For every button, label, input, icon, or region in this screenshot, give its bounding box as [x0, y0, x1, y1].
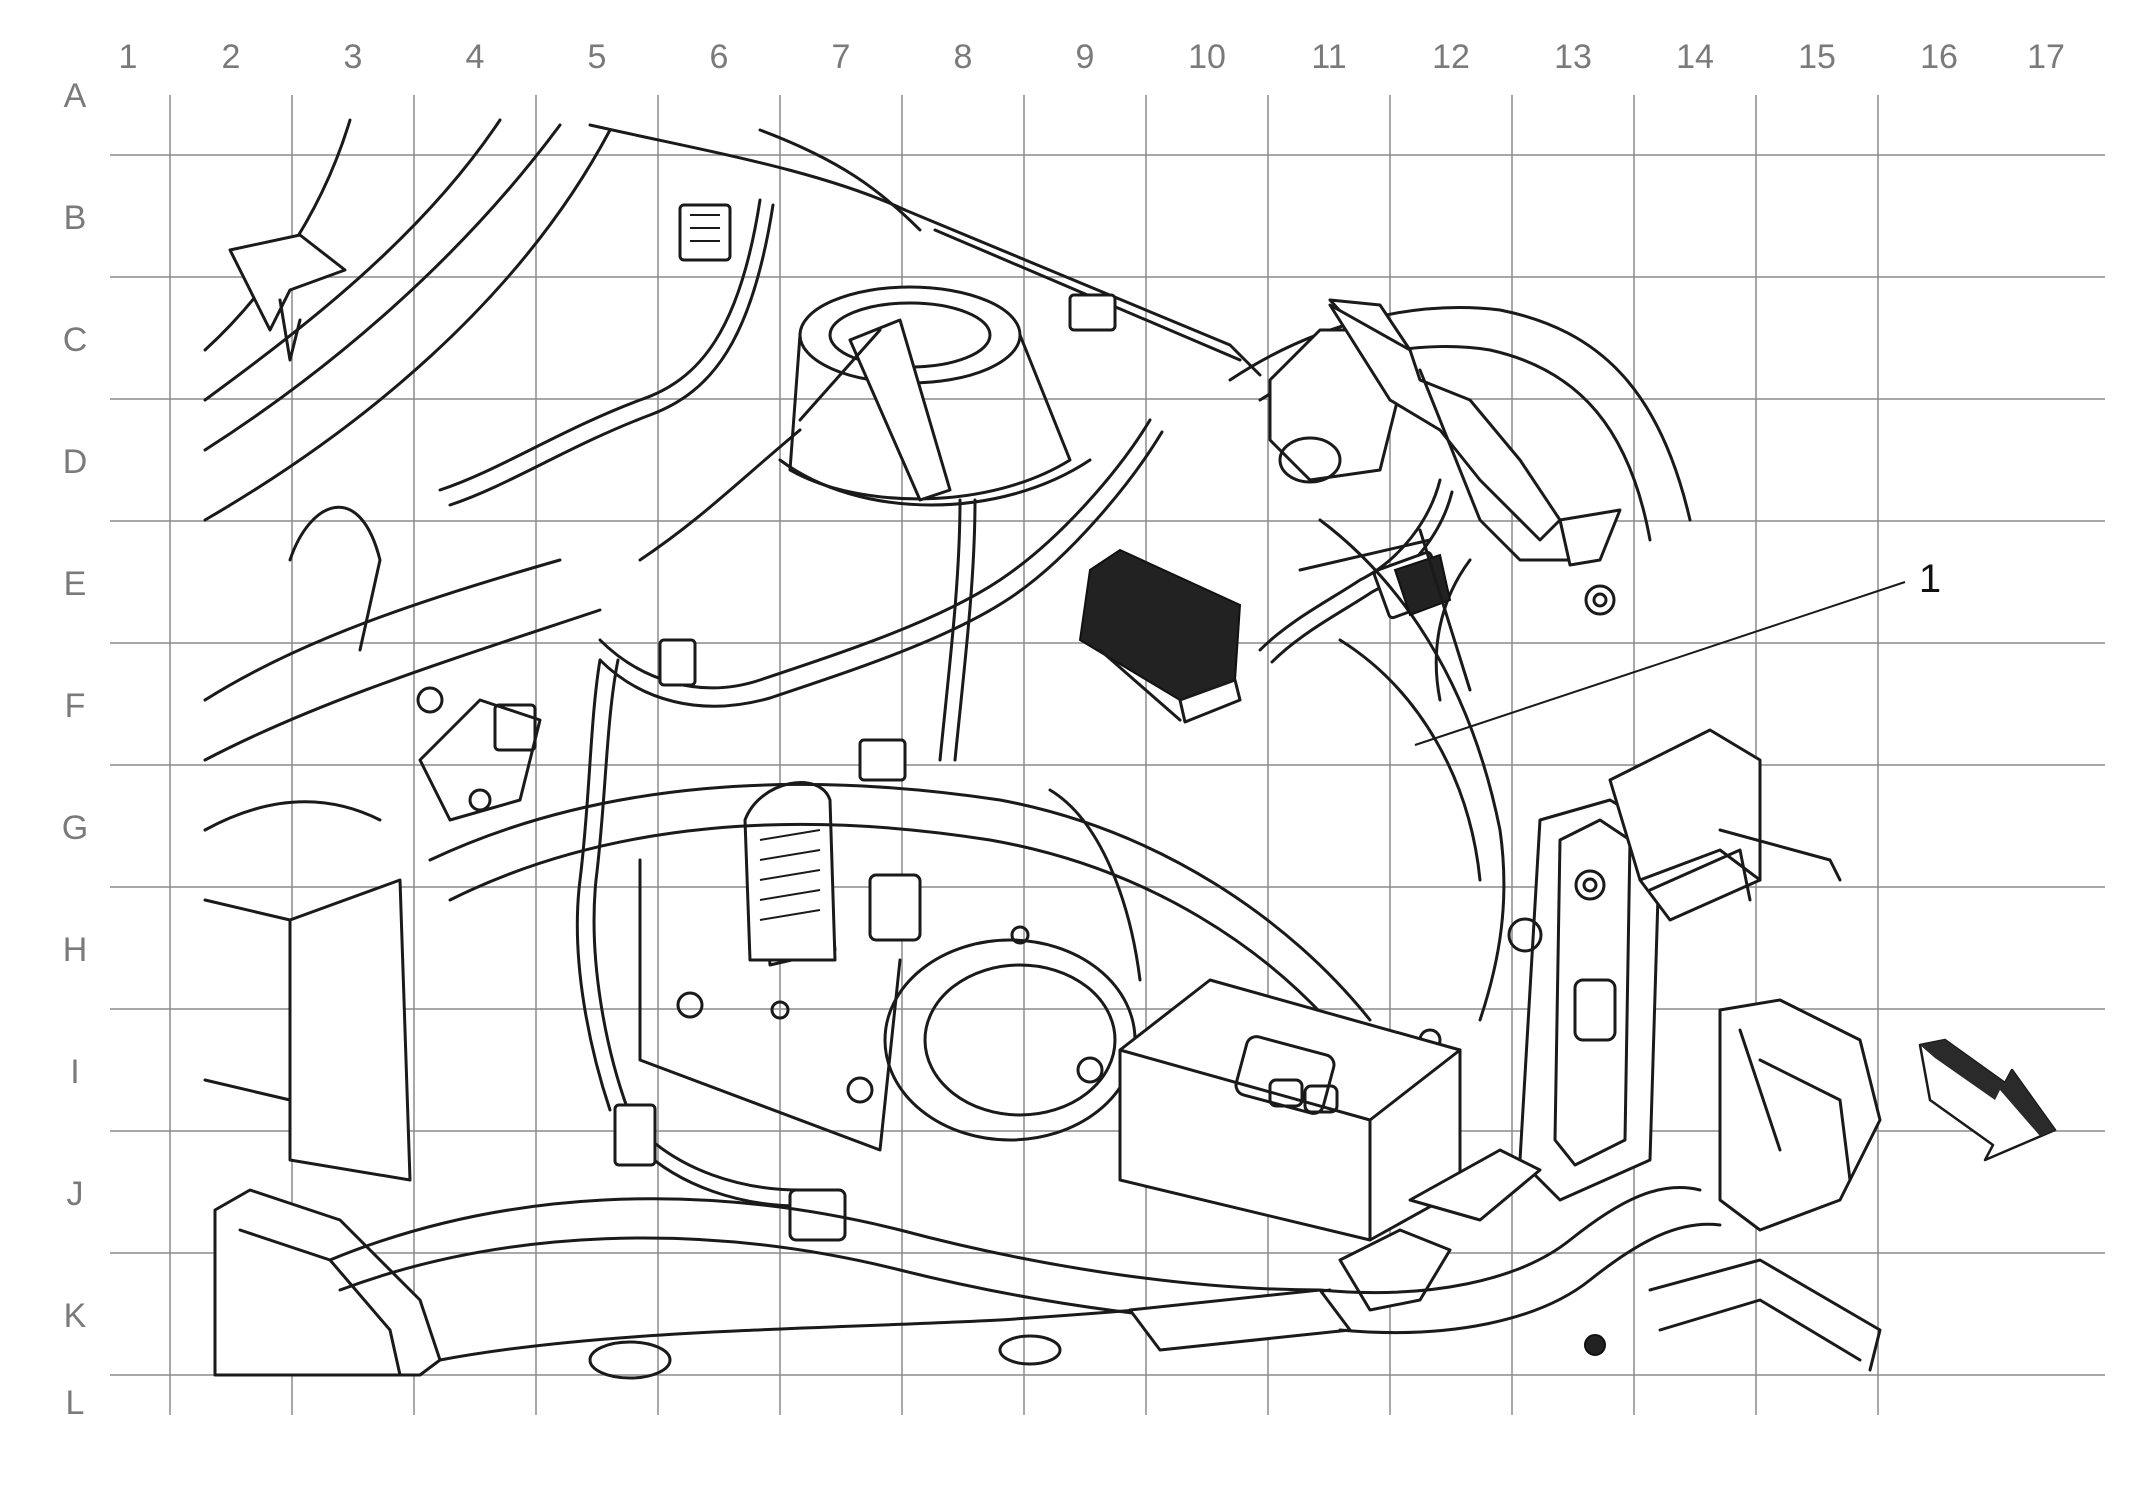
- grid-row-label: A: [64, 77, 87, 115]
- grid-col-label: 16: [1920, 38, 1958, 76]
- grid-row-label: G: [62, 809, 88, 847]
- grid-col-label: 6: [710, 38, 729, 76]
- grid-row-label: K: [64, 1297, 87, 1335]
- grid-row-label: E: [64, 565, 87, 603]
- grid-row-label: C: [63, 321, 88, 359]
- grid-col-label: 1: [119, 38, 138, 76]
- grid-column-labels: 1 2 3 4 5 6 7 8 9 10 11 12 13 14 15 16 1…: [119, 38, 2065, 76]
- callout-1: 1: [1414, 557, 1941, 746]
- grid-col-label: 12: [1432, 38, 1470, 76]
- left-fender-panel: [203, 118, 612, 762]
- grid-col-label: 11: [1311, 38, 1346, 76]
- grid-row-label: B: [64, 199, 87, 237]
- grid-row-label: D: [63, 443, 88, 481]
- harness-connectors: [493, 203, 1448, 1242]
- grid-col-label: 17: [2027, 38, 2065, 76]
- control-module: [1078, 548, 1242, 724]
- grid-row-label: L: [66, 1384, 85, 1422]
- callout-1-leader-line: [1414, 581, 1906, 746]
- grid-col-label: 4: [466, 38, 485, 76]
- strut-tower: [778, 285, 1092, 507]
- right-upper-bracket: [1298, 303, 1622, 702]
- grid-col-label: 14: [1676, 38, 1714, 76]
- engine-compartment-illustration: [203, 118, 1882, 1380]
- grid-row-labels: A B C D E F G H I J K L: [62, 77, 88, 1422]
- left-lower-bracket: [203, 686, 542, 1182]
- grid-col-label: 10: [1188, 38, 1226, 76]
- grid-col-label: 15: [1798, 38, 1836, 76]
- grid-col-label: 9: [1076, 38, 1095, 76]
- grid-col-label: 3: [344, 38, 363, 76]
- grid-col-label: 5: [588, 38, 607, 76]
- grid-col-label: 2: [222, 38, 241, 76]
- right-frame-rail: [1507, 728, 1882, 1232]
- grid-row-label: I: [70, 1053, 79, 1091]
- grid-col-label: 8: [954, 38, 973, 76]
- callout-1-label: 1: [1919, 557, 1941, 601]
- forward-direction-arrow-icon: [1918, 1038, 2057, 1162]
- lower-crossmember: [213, 1148, 1882, 1380]
- grid-row-label: J: [67, 1175, 84, 1213]
- grid-col-label: 13: [1554, 38, 1592, 76]
- grid-col-label: 7: [832, 38, 851, 76]
- grid-row-label: F: [65, 687, 86, 725]
- grid-row-label: H: [63, 931, 88, 969]
